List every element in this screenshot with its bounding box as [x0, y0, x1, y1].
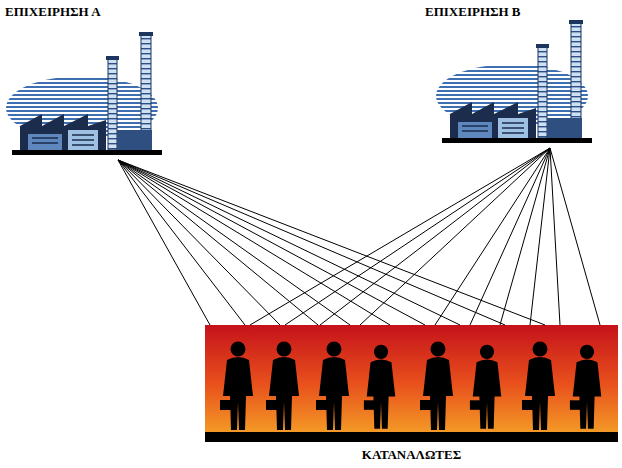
supply-line	[118, 160, 505, 325]
supply-line	[435, 148, 550, 325]
supply-line	[470, 148, 550, 325]
supply-line	[118, 160, 425, 325]
group-label: ΚΑΤΑΝΑΛΩΤΕΣ	[205, 447, 618, 463]
supply-line	[530, 148, 550, 325]
firm-label: ΕΠΙΧΕΙΡΗΣΗ Α	[5, 4, 101, 20]
supply-line	[118, 160, 390, 325]
factory-a	[6, 32, 162, 155]
consumer-band	[205, 325, 618, 442]
firm-box: ΕΠΙΧΕΙΡΗΣΗ Β	[425, 0, 620, 148]
firm-label: ΕΠΙΧΕΙΡΗΣΗ Β	[425, 4, 521, 20]
supply-line	[118, 160, 350, 325]
supply-line	[500, 148, 550, 325]
supply-line	[550, 148, 560, 325]
supply-line	[250, 148, 550, 325]
firm-box: ΕΠΙΧΕΙΡΗΣΗ Α	[5, 0, 175, 160]
supply-line	[118, 160, 280, 325]
supply-line	[285, 148, 550, 325]
supply-line	[320, 148, 550, 325]
consumer-band: ΚΑΤΑΝΑΛΩΤΕΣ	[205, 325, 618, 442]
factory-b	[436, 20, 592, 143]
supply-line	[360, 148, 550, 325]
supply-line	[550, 148, 600, 325]
